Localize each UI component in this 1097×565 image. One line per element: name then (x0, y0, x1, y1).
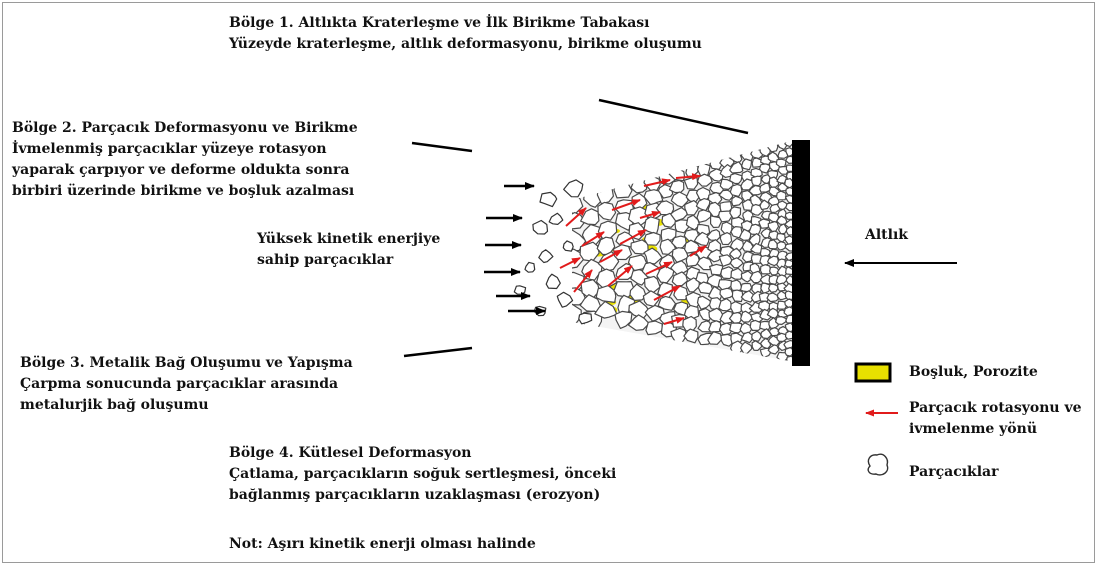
region-4-note: Not: Aşırı kinetik enerji olması halinde (229, 534, 536, 555)
region-2-text: Bölge 2. Parçacık Deformasyonu ve Birikm… (12, 118, 358, 202)
particle (741, 283, 752, 292)
substrate-label-text: Altlık (865, 225, 908, 246)
region-4-text: Bölge 4. Kütlesel Deformasyon Çatlama, p… (229, 443, 616, 506)
particle (631, 177, 647, 193)
particle (564, 180, 583, 197)
particle (539, 250, 553, 263)
particle (514, 286, 525, 295)
region-4-description-line-1: Çatlama, parçacıkların soğuk sertleşmesi… (229, 464, 616, 485)
leader-line-region-3 (404, 348, 472, 356)
region-4-note-text: Not: Aşırı kinetik enerji olması halinde (229, 534, 536, 555)
substrate-bar (792, 140, 810, 366)
particle (614, 183, 632, 198)
region-2-description-line-1: İvmelenmiş parçacıklar yüzeye rotasyon (12, 139, 358, 160)
region-2-title: Bölge 2. Parçacık Deformasyonu ve Birikm… (12, 118, 358, 139)
deposit-cone (561, 138, 796, 364)
particle (730, 174, 742, 184)
particle (761, 265, 771, 274)
substrate-label: Altlık (865, 225, 908, 246)
particle (557, 292, 572, 307)
particle (561, 272, 584, 290)
particle (749, 224, 760, 234)
particle (533, 221, 548, 235)
particle (644, 233, 660, 246)
region-1-text: Bölge 1. Altlıkta Kraterleşme ve İlk Bir… (229, 13, 702, 55)
region-4-title: Bölge 4. Kütlesel Deformasyon (229, 443, 616, 464)
region-3-description-line-1: Çarpma sonucunda parçacıklar arasında (20, 374, 353, 395)
region-4-description-line-2: bağlanmış parçacıkların uzaklaşması (ero… (229, 485, 616, 506)
particle (776, 317, 787, 325)
region-1-description: Yüzeyde kraterleşme, altlık deformasyonu… (229, 34, 702, 55)
legend-porosity-text: Boşluk, Porozite (909, 362, 1038, 383)
particle (540, 192, 557, 206)
particle (720, 233, 731, 245)
particle (777, 333, 787, 341)
legend-rotation-line-2: ivmelenme yönü (909, 419, 1082, 440)
region-2-description-line-3: birbiri üzerinde birikme ve boşluk azalm… (12, 181, 358, 202)
legend-particles-text: Parçacıklar (909, 462, 999, 483)
particle (563, 241, 573, 251)
particle (597, 269, 617, 288)
region-2-description-line-2: yaparak çarpıyor ve deforme oldukta sonr… (12, 160, 358, 181)
particle (730, 184, 742, 196)
high-kinetic-energy-line-1: Yüksek kinetik enerjiye (257, 229, 440, 250)
region-1-title: Bölge 1. Altlıkta Kraterleşme ve İlk Bir… (229, 13, 702, 34)
particle (546, 274, 560, 288)
leader-line-region-1 (599, 100, 748, 133)
legend-rotation-label: Parçacık rotasyonu ve ivmelenme yönü (909, 398, 1082, 440)
legend-particles-label: Parçacıklar (909, 462, 999, 483)
particle (732, 290, 742, 301)
high-kinetic-energy-line-2: sahip parçacıklar (257, 250, 440, 271)
legend-porosity-label: Boşluk, Porozite (909, 362, 1038, 383)
particle (777, 191, 787, 200)
legend-rotation-line-1: Parçacık rotasyonu ve (909, 398, 1082, 419)
particle (769, 284, 778, 292)
region-3-title: Bölge 3. Metalik Bağ Oluşumu ve Yapışma (20, 353, 353, 374)
legend-particle-icon (868, 454, 887, 475)
region-3-text: Bölge 3. Metalik Bağ Oluşumu ve Yapışma … (20, 353, 353, 416)
leader-line-region-2 (412, 143, 472, 151)
high-kinetic-energy-label: Yüksek kinetik enerjiye sahip parçacıkla… (257, 229, 440, 271)
particle (776, 159, 786, 167)
particle (730, 207, 741, 219)
particle (525, 262, 535, 272)
particle (760, 321, 770, 330)
legend-porosity-swatch (856, 364, 890, 381)
particle (549, 213, 563, 224)
region-3-description-line-2: metalurjik bağ oluşumu (20, 395, 353, 416)
particle (752, 176, 762, 186)
